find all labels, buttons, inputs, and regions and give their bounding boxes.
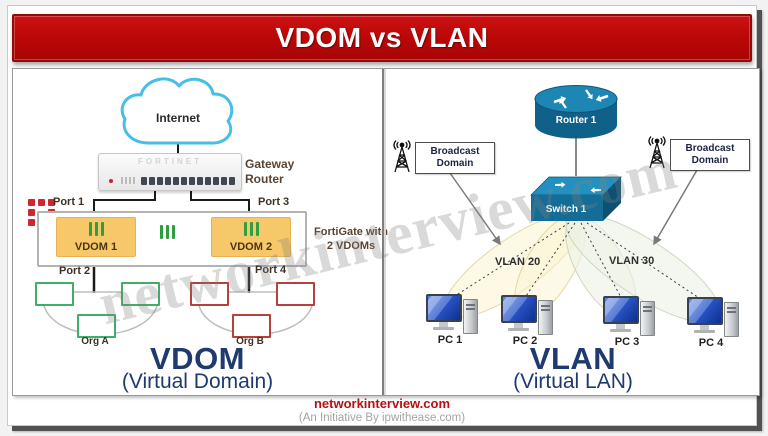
internet-cloud-labelbox: Internet	[117, 77, 239, 147]
gateway-router-label: Gateway Router	[245, 157, 295, 186]
vdom2-box: VDOM 2	[211, 217, 291, 257]
appliance-led	[109, 179, 113, 183]
switch-pc-dotted-links	[446, 222, 709, 305]
org-a-node-1	[35, 282, 74, 306]
antenna-tower-right-icon	[648, 136, 666, 169]
org-b-node-2	[276, 282, 315, 306]
vdom2-port-bars	[243, 222, 259, 236]
vdom1-port-bars	[88, 222, 104, 236]
broadcast-domain-right: Broadcast Domain	[670, 139, 750, 171]
internet-label: Internet	[155, 111, 200, 125]
title-banner: VDOM vs VLAN	[12, 14, 752, 62]
fortigate-appliance: FORTINET	[98, 153, 242, 191]
vdom1-label: VDOM 1	[74, 241, 118, 253]
pc3-tower-icon	[640, 301, 655, 336]
switch-icon: Switch 1	[530, 176, 622, 221]
router-icon: Router 1	[534, 85, 618, 139]
pc1-monitor-icon	[426, 294, 462, 322]
appliance-ports	[141, 177, 235, 185]
vdom-heading: VDOM	[150, 341, 245, 376]
antenna-tower-left-icon	[393, 140, 411, 173]
org-b-node-3	[232, 314, 271, 338]
pc2-monitor-icon	[501, 295, 537, 323]
router-arrows	[553, 89, 609, 109]
footer-site-link: networkinterview.com	[313, 396, 451, 411]
diagram-card: VDOM vs VLAN	[7, 5, 760, 426]
pc2-tower-icon	[538, 300, 553, 335]
pc4-base	[694, 330, 715, 333]
pc3: PC 3	[603, 296, 655, 352]
pc1-stand	[439, 322, 448, 327]
appliance-brand-text: FORTINET	[138, 157, 202, 166]
port3-label: Port 3	[258, 196, 290, 208]
org-a-node-2	[121, 282, 160, 306]
router-label: Router 1	[556, 115, 597, 126]
broadcast-right-pointer	[653, 169, 698, 246]
pc2-base	[508, 328, 529, 331]
pc4-stand	[700, 325, 709, 330]
footer-tagline: (An Initiative By ipwithease.com)	[298, 412, 466, 424]
switch-arrows	[554, 181, 602, 194]
pc4-tower-icon	[724, 302, 739, 337]
port1-label: Port 1	[53, 196, 85, 208]
pc3-base	[610, 329, 631, 332]
appliance-vent	[121, 177, 135, 184]
pc1-label: PC 1	[437, 334, 463, 346]
org-a-label: Org A	[81, 336, 109, 347]
broadcast-domain-left: Broadcast Domain	[415, 142, 495, 174]
fortigate-caption: FortiGate with 2 VDOMs	[314, 226, 388, 252]
pc4-label: PC 4	[698, 337, 724, 349]
broadcast-left-pointer	[449, 172, 501, 246]
pc3-label: PC 3	[614, 336, 640, 348]
pc1-base	[433, 327, 454, 330]
port2-label: Port 2	[59, 265, 91, 277]
org-b-label: Org B	[236, 336, 264, 347]
org-b-node-1	[190, 282, 229, 306]
pc2: PC 2	[501, 295, 553, 351]
pc3-monitor-icon	[603, 296, 639, 324]
page-title: VDOM vs VLAN	[275, 22, 489, 53]
chassis-middle-port-bars	[160, 225, 175, 239]
pc2-stand	[514, 323, 523, 328]
vdom1-box: VDOM 1	[56, 217, 136, 257]
port4-label: Port 4	[255, 264, 287, 276]
switch-label: Switch 1	[546, 204, 587, 215]
panel-divider	[382, 69, 386, 395]
pc1: PC 1	[426, 294, 478, 350]
diagram-content: Router 1 Switch 1	[12, 68, 760, 396]
pc4-monitor-icon	[687, 297, 723, 325]
org-a-node-3	[77, 314, 116, 338]
vdom-subheading: (Virtual Domain)	[121, 370, 274, 393]
vlan-heading: VLAN	[529, 341, 617, 376]
pc4: PC 4	[687, 297, 739, 353]
vlan30-label: VLAN 30	[609, 255, 655, 267]
footer: networkinterview.com (An Initiative By i…	[8, 396, 756, 424]
pc3-stand	[616, 324, 625, 329]
vdom2-label: VDOM 2	[229, 241, 273, 253]
vlan20-label: VLAN 20	[495, 256, 541, 268]
vlan-subheading: (Virtual LAN)	[513, 370, 633, 393]
pc1-tower-icon	[463, 299, 478, 334]
pc2-label: PC 2	[512, 335, 538, 347]
